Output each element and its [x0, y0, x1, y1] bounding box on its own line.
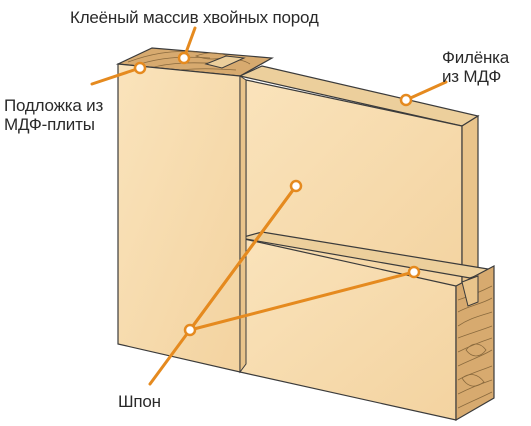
- stile-front-face: [117, 63, 241, 373]
- leader-lines: [90, 26, 448, 386]
- stile-inner-edge: [239, 75, 247, 374]
- marker-veneer-panel: [289, 179, 303, 193]
- leader-panel: [404, 80, 448, 102]
- marker-panel: [399, 93, 413, 107]
- bottom-rail-end-face: [455, 265, 495, 422]
- leader-veneer-to-stile: [188, 184, 298, 332]
- stile-top-groove: [204, 55, 246, 69]
- label-substrate: Подложка из МДФ-плиты: [4, 96, 104, 134]
- label-panel: Филёнка из МДФ: [442, 48, 510, 86]
- leader-markers: [133, 51, 421, 337]
- leader-substrate: [90, 66, 142, 86]
- marker-veneer-stile: [183, 323, 197, 337]
- marker-veneer-rail: [407, 265, 421, 279]
- left-stile: [115, 47, 274, 374]
- leader-veneer-to-rail: [188, 270, 416, 332]
- bottom-rail: [239, 231, 495, 422]
- marker-glued-solid: [177, 51, 191, 65]
- label-veneer: Шпон: [118, 392, 161, 411]
- label-glued-solid: Клеёный массив хвойных пород: [70, 8, 319, 27]
- bottom-rail-groove: [461, 275, 479, 307]
- marker-substrate: [133, 61, 147, 75]
- bottom-rail-end-grain: [457, 285, 493, 409]
